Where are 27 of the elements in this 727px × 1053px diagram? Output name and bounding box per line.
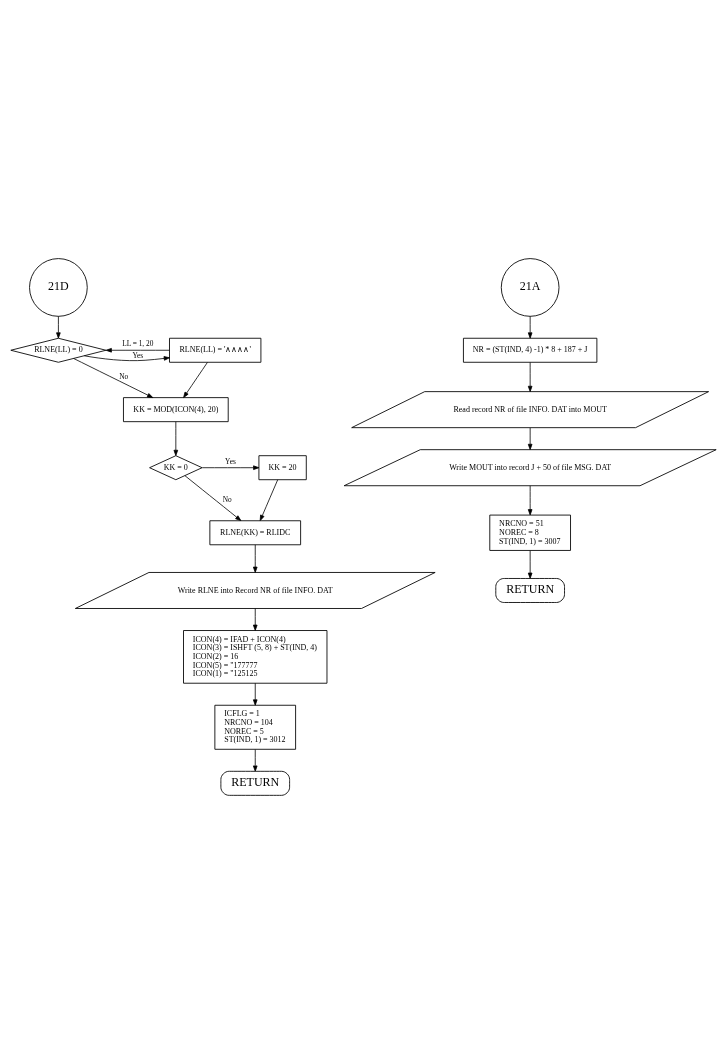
arrow bbox=[527, 484, 533, 515]
arrow bbox=[252, 682, 258, 706]
arrow bbox=[527, 361, 533, 392]
arrow bbox=[252, 748, 258, 772]
edge-label: No bbox=[119, 371, 129, 381]
arrow bbox=[184, 474, 242, 521]
arrow bbox=[105, 347, 170, 353]
arrow bbox=[527, 427, 533, 450]
arrow bbox=[183, 361, 208, 398]
arrow bbox=[527, 549, 533, 579]
edge-label: No bbox=[222, 494, 232, 504]
arrow bbox=[56, 315, 61, 339]
arrow bbox=[259, 478, 279, 521]
node-circle: 21D bbox=[29, 257, 88, 317]
arrow bbox=[201, 464, 260, 470]
edge-label: LL = 1, 20 bbox=[122, 338, 154, 348]
edge-label: Yes bbox=[225, 456, 236, 466]
node-circle: 21A bbox=[500, 257, 560, 317]
node-box: RETURN bbox=[495, 577, 565, 603]
arrow bbox=[252, 607, 258, 631]
edge-label: Yes bbox=[132, 350, 144, 360]
arrow bbox=[73, 357, 154, 398]
arrow bbox=[173, 420, 179, 456]
arrow bbox=[527, 315, 533, 339]
arrow bbox=[83, 354, 170, 361]
arrow bbox=[252, 543, 258, 573]
node-box: RETURN bbox=[220, 770, 291, 796]
